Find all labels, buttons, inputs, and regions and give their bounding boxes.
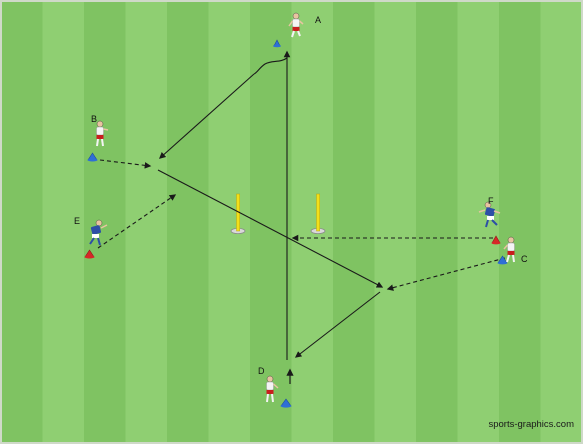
cone-c-base [497, 261, 508, 265]
cone-b-base [87, 158, 98, 162]
label-a: A [315, 15, 321, 25]
cone-e-base [84, 255, 95, 259]
label-c: C [521, 254, 528, 264]
cone-d-base [280, 404, 292, 408]
player-d [266, 375, 279, 403]
yellow-pole-right [310, 193, 326, 234]
pitch-stripe [42, 1, 84, 443]
cones [84, 39, 508, 408]
player-b [96, 120, 109, 147]
watermark-text: sports-graphics.com [488, 419, 574, 430]
path-c-to-d [294, 291, 381, 358]
players [89, 12, 515, 403]
pitch-stripe [167, 1, 209, 443]
player-a [288, 12, 304, 38]
player-e [89, 219, 108, 246]
cone-f-base [491, 241, 501, 245]
label-f: F [488, 196, 494, 206]
label-e: E [74, 216, 80, 226]
yellow-pole-left [230, 193, 246, 234]
pitch-stripe [333, 1, 375, 443]
pitch-stripe [374, 1, 416, 443]
cone-a-base [273, 44, 281, 48]
label-b: B [91, 114, 97, 124]
player-c [503, 236, 515, 263]
pitch-stripe [457, 1, 499, 443]
pitch-stripe [208, 1, 250, 443]
path-e-run [97, 194, 177, 249]
drill-paths [97, 50, 506, 384]
pitch-stripe [499, 1, 541, 443]
pitch-stripe [125, 1, 167, 443]
pitch-stripe [84, 1, 126, 443]
label-d: D [258, 366, 265, 376]
path-a-to-b-area [159, 73, 255, 159]
player-f [478, 201, 501, 228]
pitch-stripe [291, 1, 333, 443]
pitch-stripe [416, 1, 458, 443]
pitch-stripe [540, 1, 582, 443]
pitch-stripe [1, 1, 43, 443]
path-b-run [99, 159, 152, 169]
path-b-to-c-area [157, 169, 384, 288]
path-a-wave [253, 57, 288, 75]
path-c-run [386, 257, 506, 291]
